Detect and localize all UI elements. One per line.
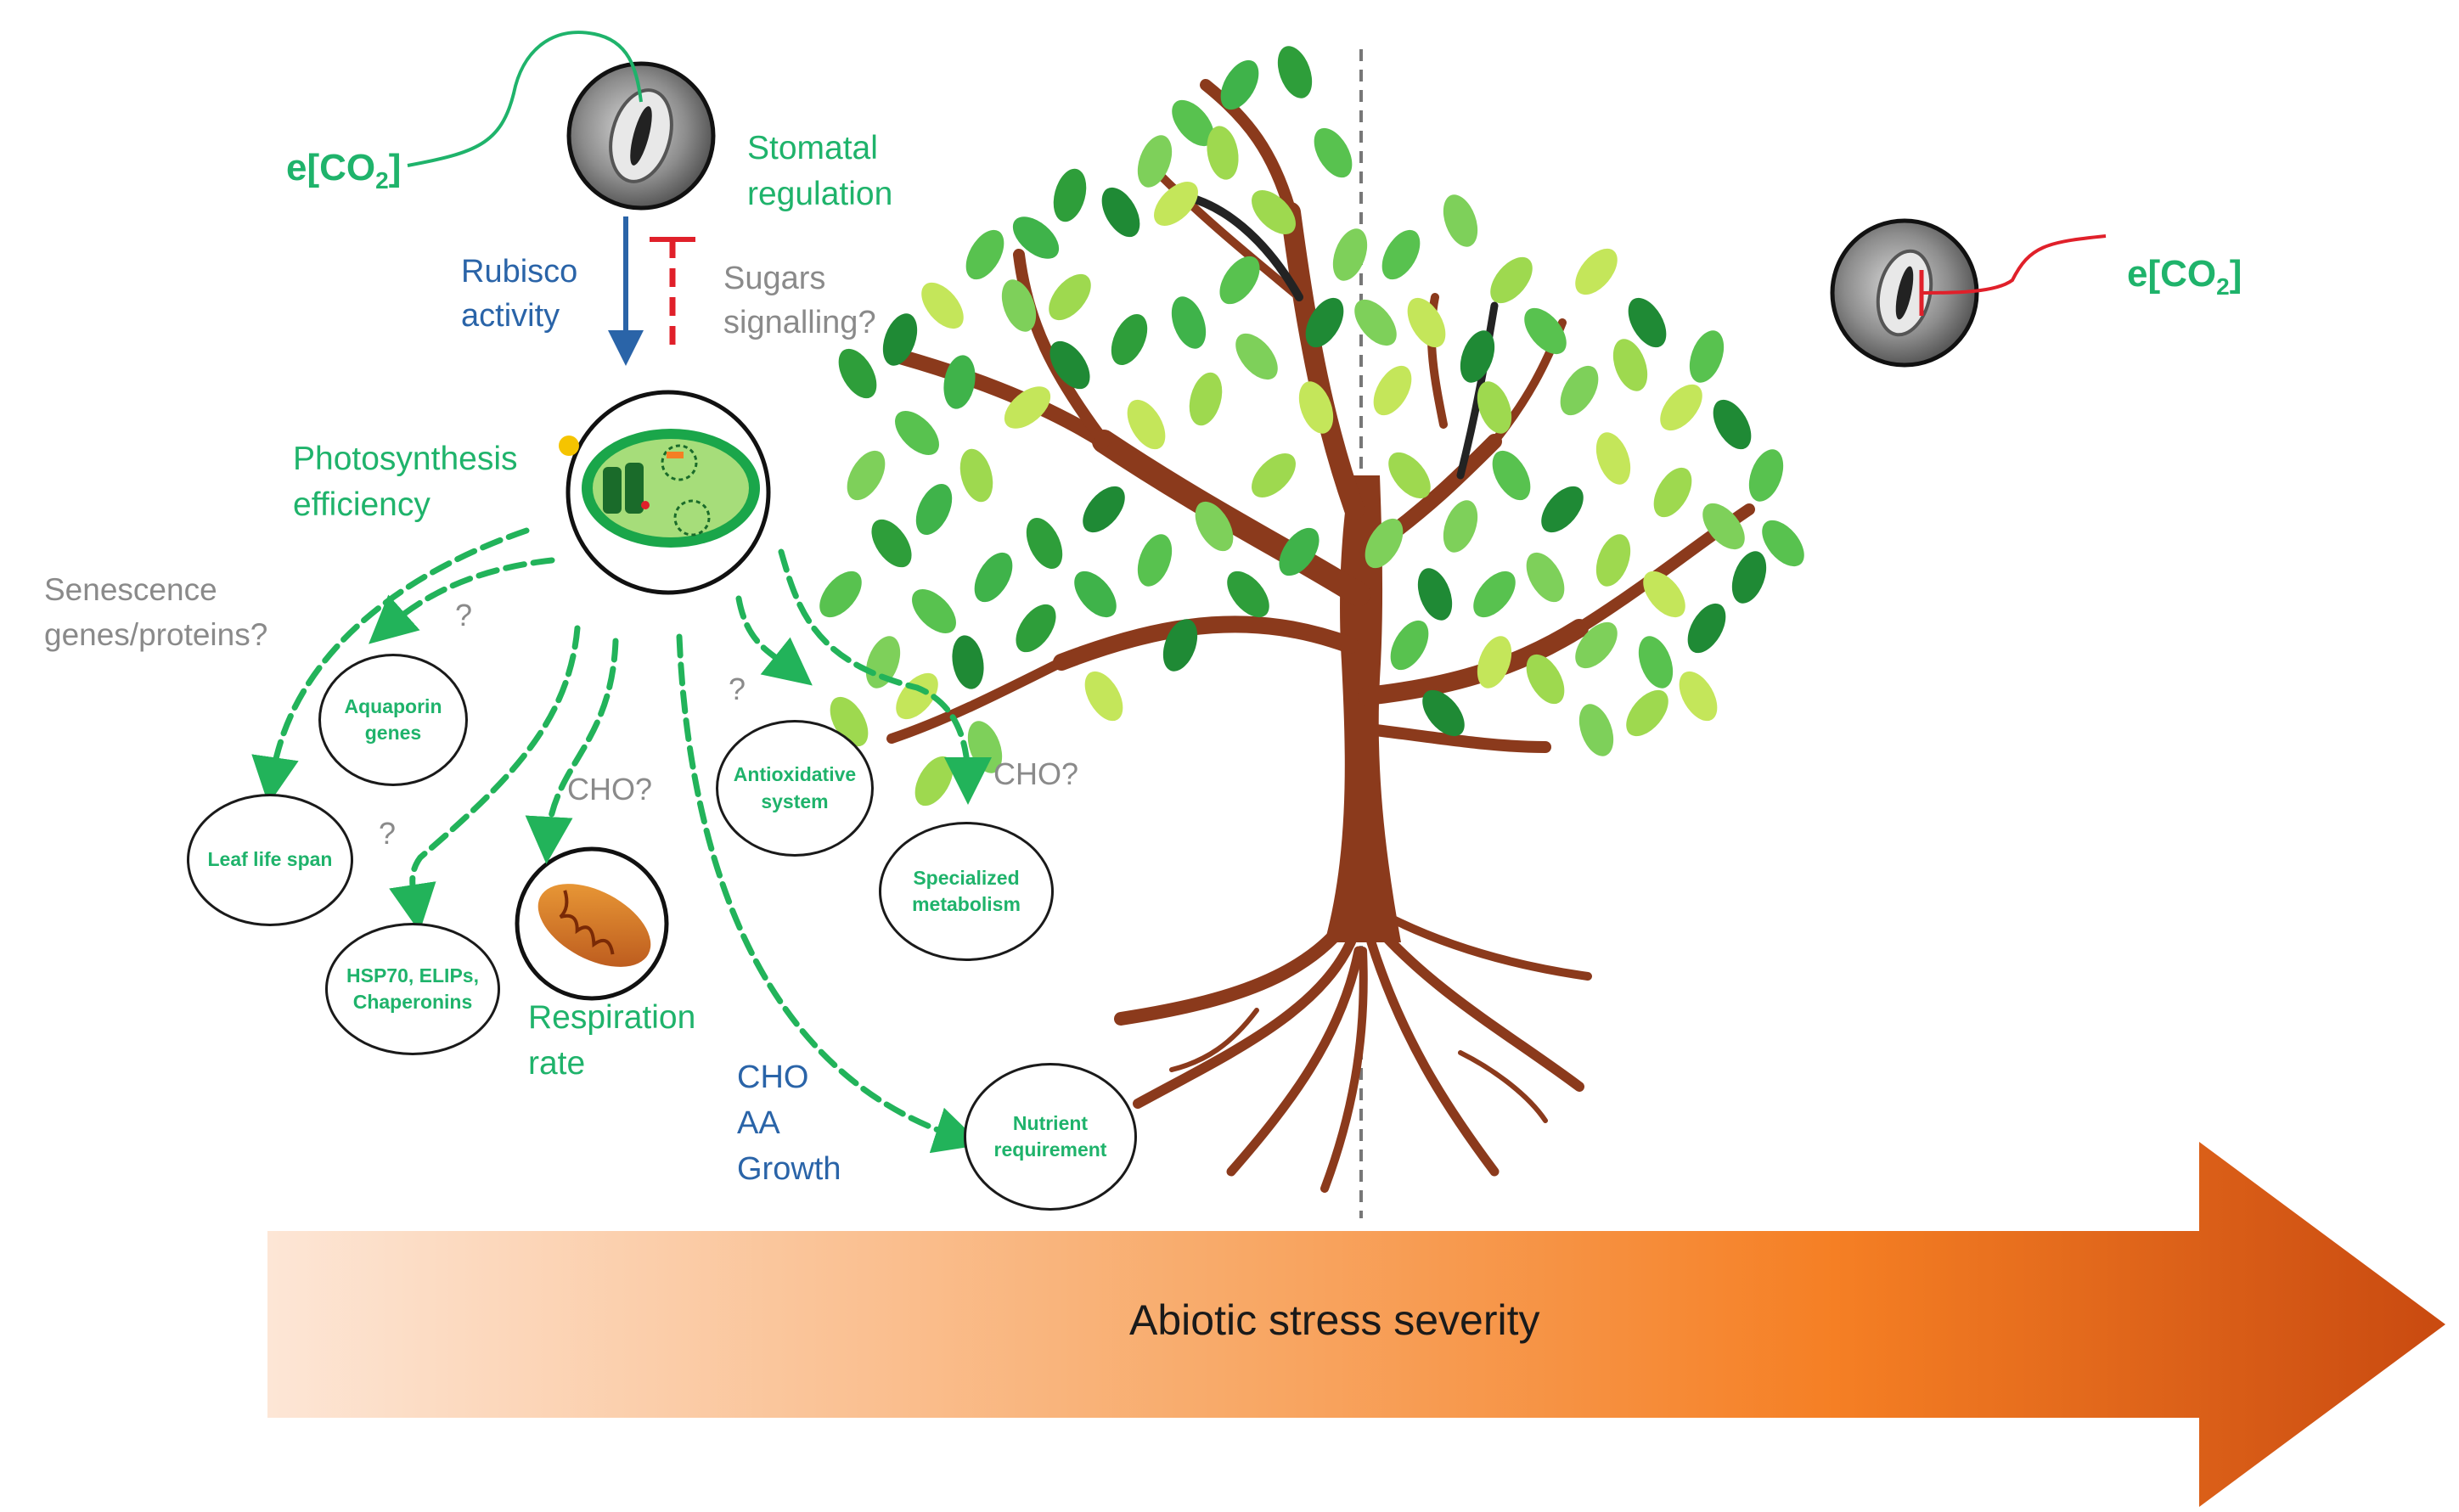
chloroplast-icon — [559, 390, 771, 595]
abiotic-stress-label: Abiotic stress severity — [1129, 1296, 1540, 1344]
arrow-antioxidative — [735, 595, 813, 686]
node-nutrient-requirement: Nutrient requirement — [964, 1063, 1137, 1211]
senescence-label: Senescence genes/proteins? — [44, 572, 268, 652]
arrow-aquaporin — [369, 557, 555, 644]
question-mark-3: ? — [729, 672, 746, 706]
rubisco-activity-label: Rubisco activity — [461, 254, 578, 334]
question-mark-2: ? — [379, 816, 397, 851]
node-nutrient-label: Nutrient requirement — [993, 1111, 1107, 1161]
eco2-right-end: ] — [2229, 253, 2242, 295]
arrow-nutrient — [676, 633, 982, 1154]
sugars-inhibition — [650, 237, 695, 348]
arrow-leaf-life — [251, 527, 530, 805]
arrow-hsp — [389, 625, 581, 932]
respiration-rate-label: Respiration rate — [528, 999, 696, 1082]
stress-arrow — [267, 1142, 2445, 1507]
eco2-label-right: e[CO2] — [2127, 252, 2242, 301]
arrow-respiration — [525, 638, 619, 864]
node-specialized-metabolism: Specialized metabolism — [879, 822, 1054, 961]
arrow-specialized — [778, 548, 992, 805]
eco2-left-sub: 2 — [375, 166, 389, 194]
eco2-inhibition-right — [1921, 234, 2107, 295]
tree-illustration — [819, 46, 1804, 1193]
eco2-connector-left — [407, 31, 643, 167]
node-aquaporin-label: Aquaporin genes — [344, 694, 442, 744]
photosynthesis-efficiency-label: Photosynthesis efficiency — [293, 441, 518, 523]
sugars-signalling-label: Sugars signalling? — [723, 261, 876, 340]
node-leaf-life-span: Leaf life span — [187, 794, 353, 926]
node-hsp70-elips-chaperonins: HSP70, ELIPs, Chaperonins — [325, 923, 500, 1055]
node-aquaporin-genes: Aquaporin genes — [318, 654, 468, 786]
eco2-right-sub: 2 — [2216, 273, 2230, 300]
node-specialized-label: Specialized metabolism — [912, 866, 1021, 915]
node-antioxidative-system: Antioxidative system — [716, 720, 874, 857]
stomatal-regulation-label: Stomatal regulation — [747, 130, 893, 212]
cho-aa-growth-label: CHO AA Growth — [737, 1060, 841, 1187]
stoma-micrograph-icon — [1830, 218, 1979, 368]
eco2-left-main: e[CO — [286, 147, 376, 188]
question-mark-1: ? — [455, 598, 473, 632]
cho-question-1: CHO? — [567, 772, 653, 807]
node-antioxidative-label: Antioxidative system — [733, 763, 857, 812]
eco2-label-left: e[CO2] — [286, 146, 401, 194]
mitochondrion-icon — [515, 846, 669, 1001]
node-hsp-label: HSP70, ELIPs, Chaperonins — [346, 964, 479, 1013]
node-leaf-life-label: Leaf life span — [207, 848, 333, 871]
stoma-micrograph-icon — [566, 61, 716, 211]
eco2-right-main: e[CO — [2127, 253, 2217, 295]
cho-question-2: CHO? — [993, 756, 1079, 791]
eco2-left-end: ] — [388, 147, 402, 188]
